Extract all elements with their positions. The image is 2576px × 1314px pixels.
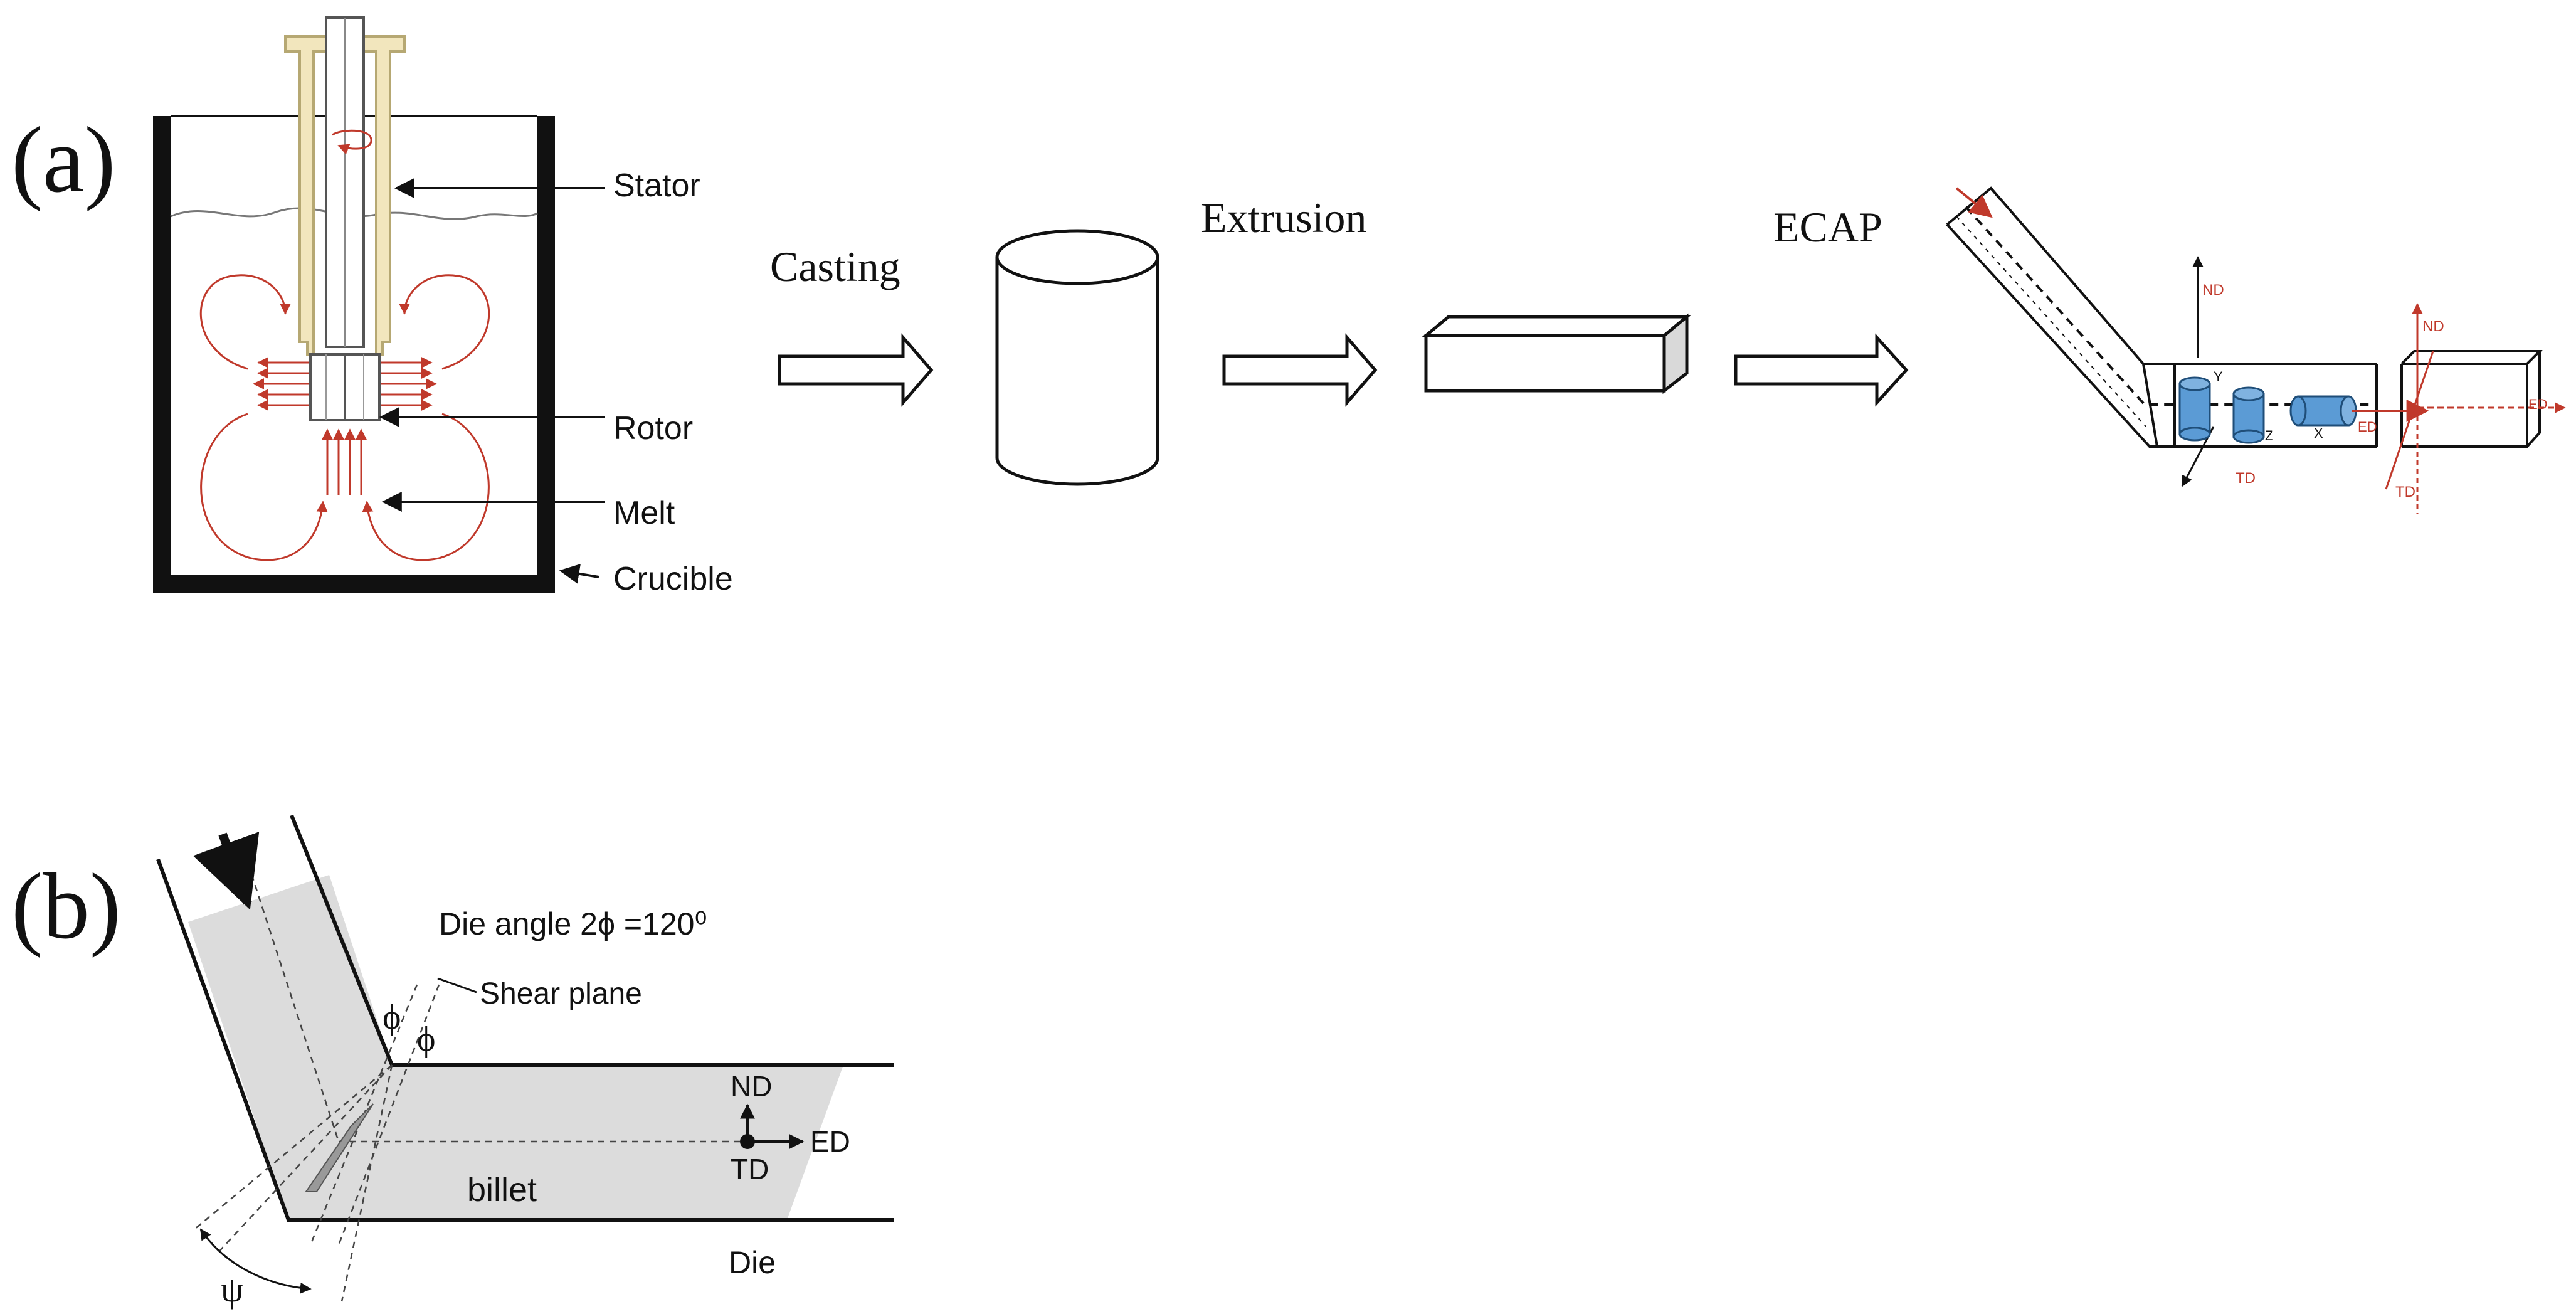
ecap-td-left: TD [2236, 470, 2256, 487]
extruded-bar [1422, 313, 1691, 395]
stator-label: Stator [613, 167, 700, 204]
die-label: Die [729, 1245, 776, 1280]
panel-b-label: (b) [11, 854, 121, 958]
ecap-y-label: Y [2214, 369, 2223, 384]
casting-arrow [778, 333, 934, 407]
melt-surface [170, 207, 538, 220]
rotor [309, 353, 381, 421]
shear-plane-label: Shear plane [480, 977, 642, 1010]
extrusion-arrow [1222, 333, 1378, 407]
mixer-labels: Stator Rotor Melt Crucible [379, 167, 733, 597]
ecap-nd-right: ND [2422, 318, 2444, 335]
crucible-label: Crucible [613, 561, 733, 597]
ecap-label: ECAP [1773, 203, 1882, 251]
ecap-ed-right: ED [2528, 396, 2548, 412]
ecap-arrow [1734, 333, 1909, 407]
cast-cylinder [995, 229, 1159, 486]
ecap-axes: ND TD Y Z X ED [1955, 187, 2566, 514]
melt-label: Melt [613, 495, 675, 531]
billet-label: billet [467, 1171, 537, 1209]
psi-arc [199, 1228, 312, 1294]
phi-left-label: ϕ [383, 998, 401, 1037]
grain-z [2232, 386, 2265, 444]
nd-label: ND [731, 1070, 772, 1103]
td-label: TD [731, 1153, 769, 1185]
panel-a-label: (a) [11, 108, 115, 212]
phi-right-label: ϕ [417, 1020, 435, 1059]
panel-a: (a) [11, 16, 2566, 597]
flow-arrows [199, 274, 490, 561]
ecap-ed-inner: ED [2358, 419, 2377, 435]
ecap-x-label: X [2314, 425, 2323, 441]
rotor-label: Rotor [613, 410, 693, 447]
ecap-nd-left: ND [2202, 282, 2224, 299]
crucible [153, 115, 555, 593]
ecap-td-right: TD [2395, 484, 2415, 501]
ed-label: ED [810, 1125, 850, 1158]
grain-y [2178, 376, 2211, 442]
grain-x [2289, 395, 2357, 427]
die-angle-label: Die angle 2ϕ =120⁰ [439, 906, 707, 941]
psi-label: ψ [221, 1269, 243, 1310]
panel-b: (b) ψ Die angle 2ϕ =120⁰ Shear plane [11, 814, 894, 1310]
extrusion-label: Extrusion [1201, 194, 1366, 241]
ecap-z-label: Z [2265, 428, 2273, 443]
casting-label: Casting [770, 243, 900, 290]
stator [284, 16, 406, 356]
shear-element [305, 1103, 374, 1192]
press-arrow [193, 832, 260, 910]
